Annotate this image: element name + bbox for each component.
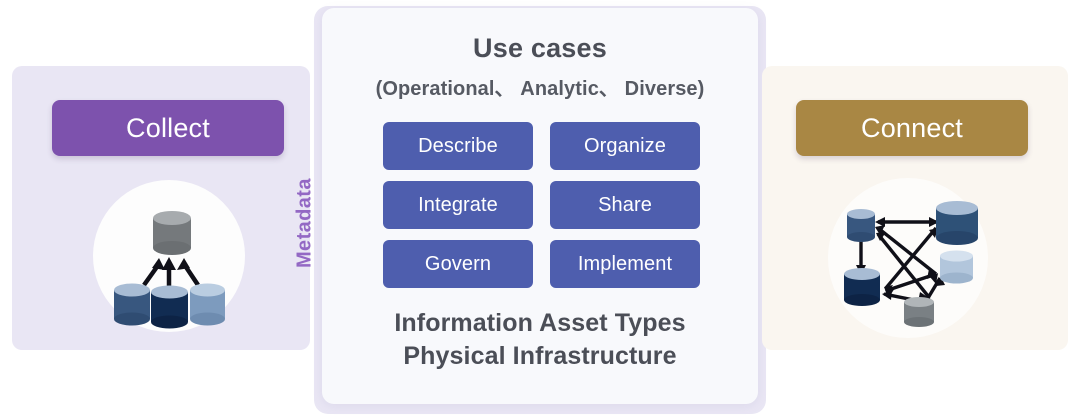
- use-case-label: Govern: [424, 252, 492, 275]
- source-database-1: [114, 283, 150, 326]
- collect-databases-icon: [93, 180, 245, 332]
- use-case-button-describe[interactable]: Describe: [383, 122, 533, 170]
- source-database-2: [151, 285, 188, 329]
- footer-line-physical-infrastructure: Physical Infrastructure: [403, 342, 677, 370]
- card-footer: Information Asset Types Physical Infrast…: [322, 307, 758, 373]
- connect-network-icon: [828, 178, 988, 338]
- network-database-right-small: [940, 250, 973, 284]
- network-database-right-large: [936, 201, 978, 245]
- use-case-label: Integrate: [418, 193, 498, 216]
- connect-button[interactable]: Connect: [796, 100, 1028, 156]
- use-case-label: Describe: [418, 134, 498, 157]
- arrowheads: [152, 257, 190, 270]
- use-case-button-share[interactable]: Share: [550, 181, 700, 229]
- use-case-button-integrate[interactable]: Integrate: [383, 181, 533, 229]
- target-database-cylinder: [153, 211, 191, 255]
- use-case-label: Share: [598, 193, 652, 216]
- use-case-button-govern[interactable]: Govern: [383, 240, 533, 288]
- network-database-bottom-grey: [904, 297, 934, 327]
- collect-button-label: Collect: [126, 112, 210, 143]
- use-cases-grid: Describe Organize Integrate Share Govern…: [383, 122, 700, 288]
- use-cases-subtitle: (Operational、 Analytic、 Diverse): [375, 78, 705, 100]
- use-case-button-organize[interactable]: Organize: [550, 122, 700, 170]
- use-case-button-implement[interactable]: Implement: [550, 240, 700, 288]
- collect-button[interactable]: Collect: [52, 100, 284, 156]
- network-database-bottom-left: [844, 268, 880, 306]
- use-case-label: Organize: [584, 134, 666, 157]
- use-case-label: Implement: [577, 252, 673, 275]
- source-database-3: [190, 283, 225, 326]
- use-cases-title: Use cases: [473, 33, 607, 63]
- network-database-top-left: [847, 209, 875, 242]
- footer-line-information-asset-types: Information Asset Types: [394, 309, 686, 337]
- connect-button-label: Connect: [861, 112, 963, 143]
